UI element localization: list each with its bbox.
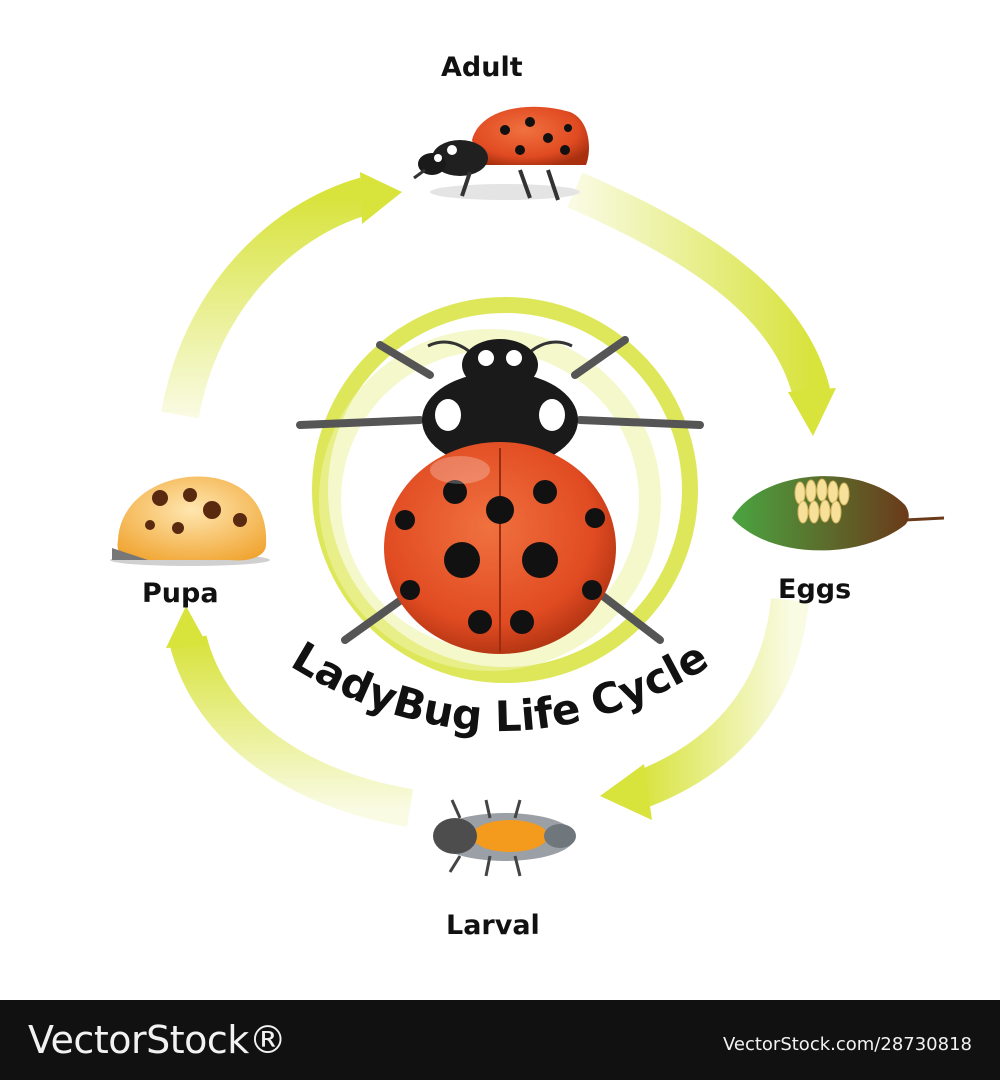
stage-label-eggs: Eggs: [778, 574, 852, 605]
diagram-canvas: LadyBug Life Cycle: [110, 106, 945, 877]
arrow-adult-to-eggs: [567, 172, 836, 436]
eggs-leaf-icon: [732, 476, 945, 551]
stage-label-larval: Larval: [446, 910, 540, 941]
stage-label-pupa: Pupa: [142, 578, 219, 609]
larva-icon: [433, 799, 576, 877]
adult-ladybug-icon: [413, 106, 589, 201]
brand-logo: VectorStock®: [28, 1018, 287, 1062]
central-ladybug-icon: [296, 336, 704, 654]
arrow-eggs-to-larval: [600, 597, 809, 820]
arrow-pupa-to-adult: [161, 172, 402, 419]
pupa-icon: [110, 476, 270, 566]
image-id-text: VectorStock.com/28730818: [722, 1034, 972, 1055]
egg-cluster: [794, 478, 850, 524]
lifecycle-diagram: LadyBug Life Cycle Adult Eggs Larval Pup…: [110, 52, 945, 941]
watermark-footer: VectorStock® VectorStock.com/28730818: [0, 1000, 1000, 1080]
stage-label-adult: Adult: [441, 52, 523, 83]
arrow-larval-to-pupa: [166, 606, 414, 827]
